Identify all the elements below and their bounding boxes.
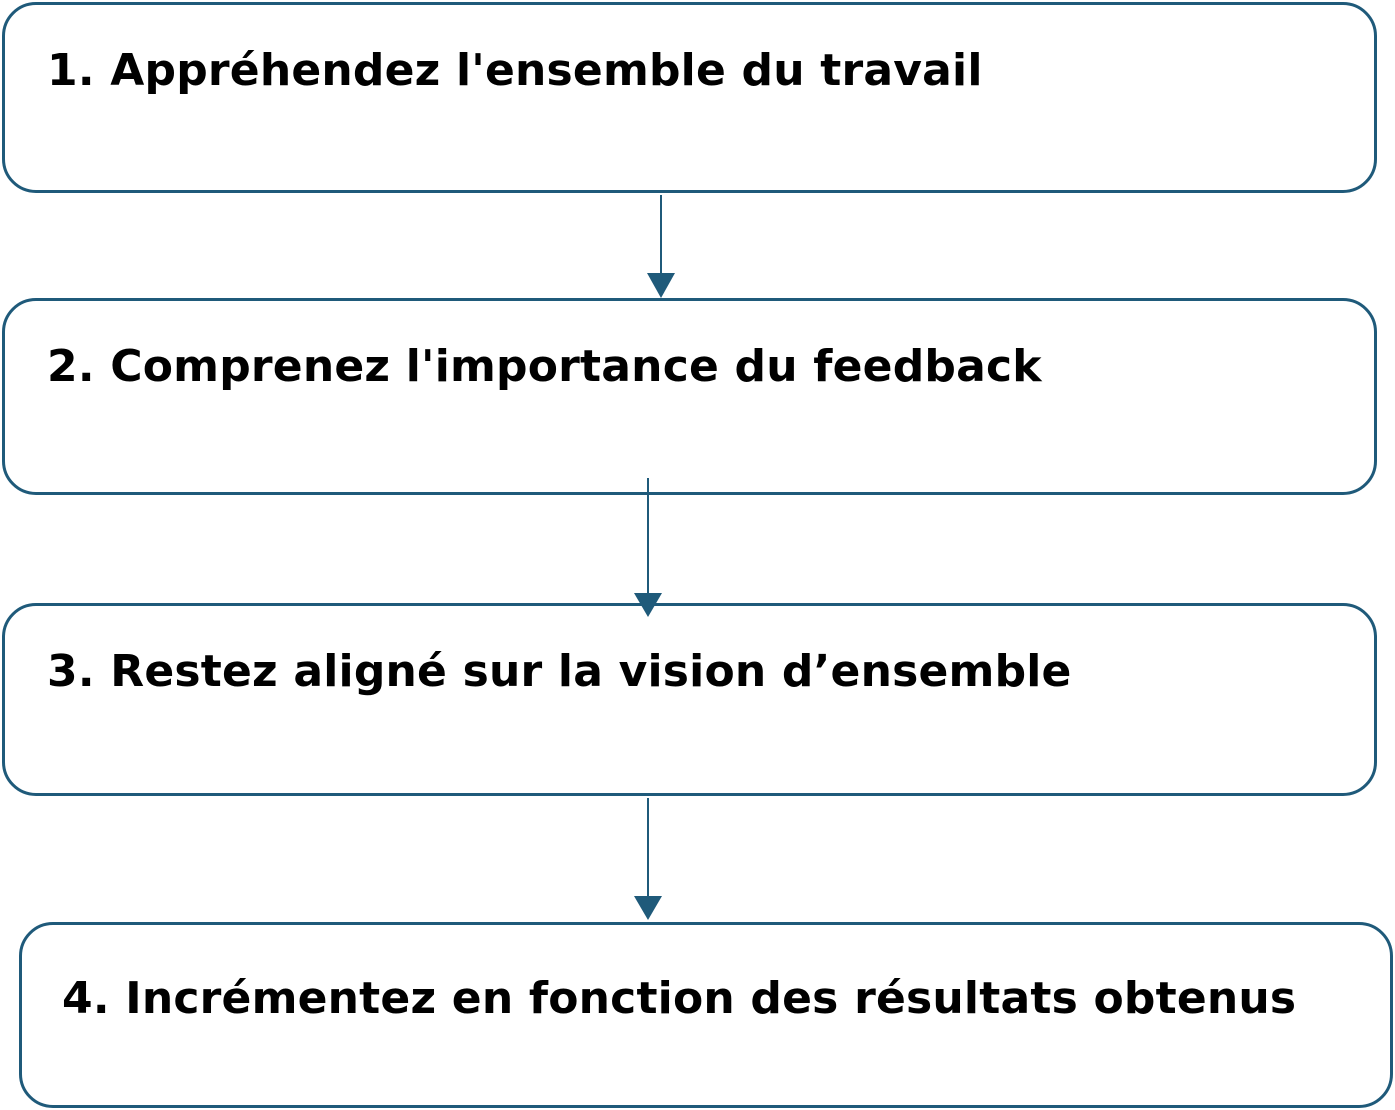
step-label-4: 4. Incrémentez en fonction des résultats… bbox=[62, 973, 1297, 1024]
step-label-3: 3. Restez aligné sur la vision d’ensembl… bbox=[47, 646, 1072, 697]
arrow-3-to-4 bbox=[634, 798, 662, 920]
step-box-2: 2. Comprenez l'importance du feedback bbox=[2, 298, 1377, 495]
step-box-3: 3. Restez aligné sur la vision d’ensembl… bbox=[2, 603, 1377, 796]
arrow-2-to-3 bbox=[634, 478, 662, 617]
step-label-2: 2. Comprenez l'importance du feedback bbox=[47, 341, 1042, 392]
arrow-1-to-2 bbox=[647, 195, 675, 298]
step-box-4: 4. Incrémentez en fonction des résultats… bbox=[19, 922, 1393, 1108]
arrow-3-to-4-head bbox=[634, 896, 662, 920]
step-box-1: 1. Appréhendez l'ensemble du travail bbox=[2, 2, 1377, 193]
arrow-1-to-2-head bbox=[647, 273, 675, 298]
step-label-1: 1. Appréhendez l'ensemble du travail bbox=[47, 45, 983, 96]
